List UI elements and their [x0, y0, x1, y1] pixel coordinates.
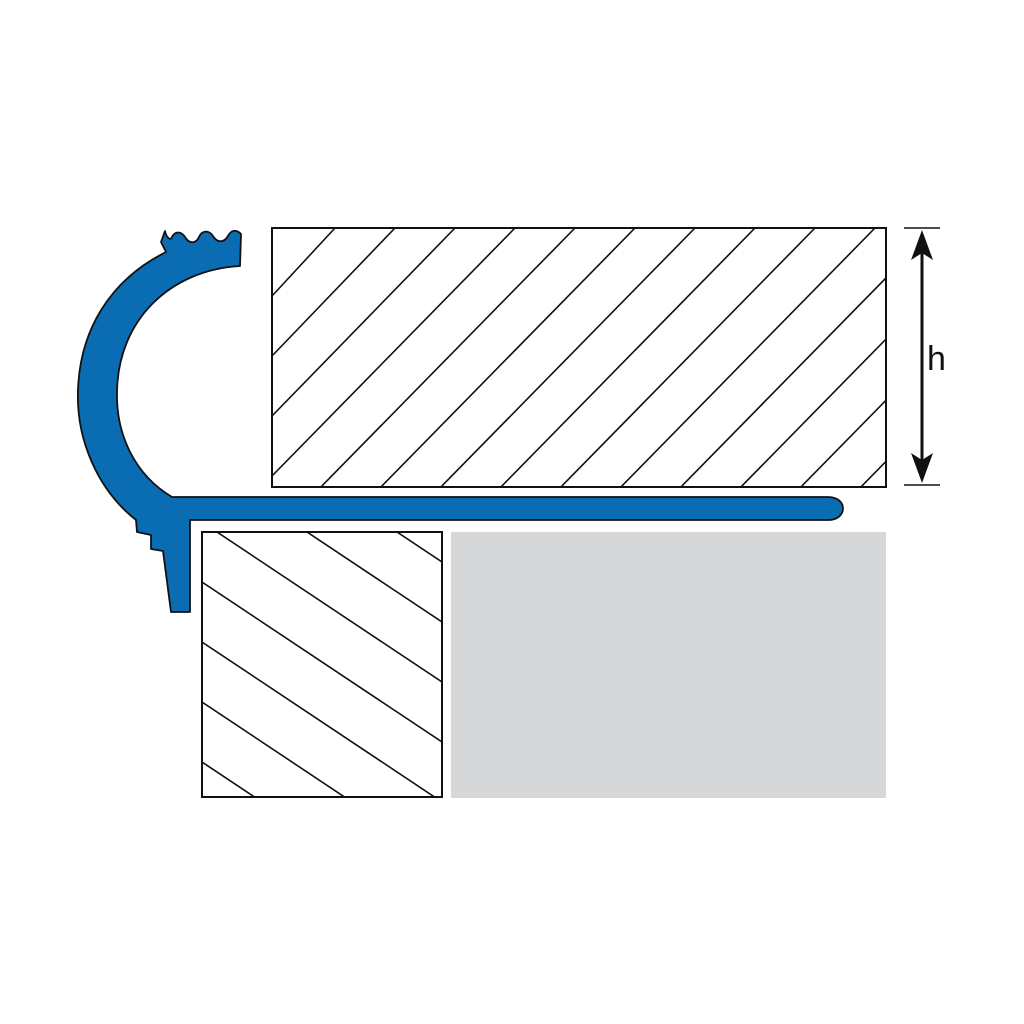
substrate-hatching — [202, 532, 442, 797]
arrow-down-icon — [911, 453, 933, 483]
substrate-block — [201, 531, 443, 798]
top-tile-hatching — [272, 228, 886, 487]
adhesive-bed — [451, 532, 886, 798]
substrate-outline — [201, 531, 443, 798]
edge-trim-profile — [77, 229, 844, 613]
arrow-up-icon — [911, 230, 933, 260]
top-tile — [271, 227, 887, 488]
blue-profile-shape — [77, 229, 844, 613]
dimension-label: h — [927, 340, 946, 378]
top-tile-outline — [271, 227, 887, 488]
height-dimension: h — [904, 227, 946, 486]
